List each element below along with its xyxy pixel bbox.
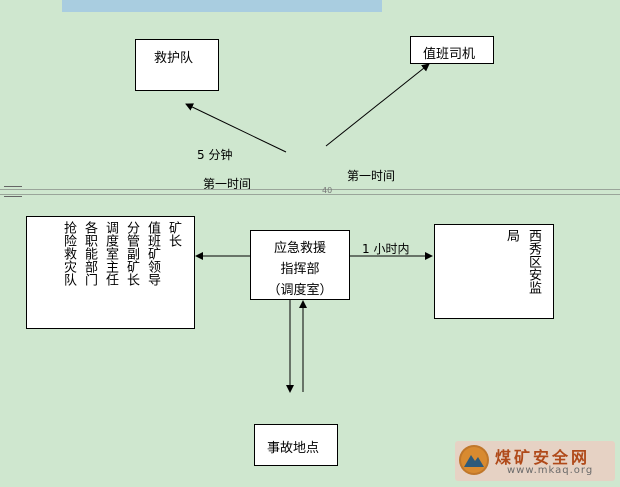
column-duty-mine-leader: 值班矿领导	[145, 221, 160, 286]
accident-site-label: 事故地点	[267, 441, 320, 456]
bureau-col-1: 局	[504, 229, 519, 242]
accident-site-box: 事故地点	[254, 424, 338, 466]
rescue-team-box: 救护队	[135, 39, 219, 91]
safety-bureau-box: 局 西秀区安监	[434, 224, 554, 319]
command-line-1: 应急救援	[273, 241, 326, 256]
duty-driver-label: 值班司机	[423, 47, 476, 62]
logo-emblem-icon	[459, 445, 489, 475]
duty-driver-box: 值班司机	[410, 36, 494, 64]
watermark-title: 煤矿安全网	[495, 448, 591, 467]
page-break-mark: 40	[322, 186, 333, 195]
arrow-to-duty-driver	[325, 63, 430, 147]
column-deputy-mine-manager: 分管副矿长	[124, 221, 139, 286]
page-break-marker	[4, 186, 22, 197]
column-mine-manager: 矿长	[166, 221, 181, 247]
command-center-box: 应急救援 指挥部 （调度室）	[250, 230, 350, 300]
bureau-col-2: 西秀区安监	[526, 229, 541, 294]
column-rescue-team: 抢险救灾队	[61, 221, 76, 286]
site-watermark: 煤矿安全网 www.mkaq.org	[455, 441, 615, 481]
first-time-label-left: 第一时间	[203, 177, 252, 191]
command-line-2: 指挥部	[280, 262, 320, 277]
command-line-3: （调度室）	[267, 283, 333, 298]
one-hour-label: 1 小时内	[362, 242, 410, 256]
watermark-url: www.mkaq.org	[507, 465, 594, 476]
top-banner-strip	[62, 0, 382, 12]
time-5min-label: 5 分钟	[197, 148, 233, 162]
rescue-team-label: 救护队	[154, 51, 194, 66]
column-departments: 各职能部门	[82, 221, 97, 286]
arrow-to-rescue-team	[185, 103, 287, 153]
column-dispatch-director: 调度室主任	[103, 221, 118, 286]
page-break-line	[0, 189, 620, 195]
first-time-label-right: 第一时间	[347, 169, 396, 183]
departments-box: 抢险救灾队 各职能部门 调度室主任 分管副矿长 值班矿领导 矿长	[26, 216, 195, 329]
